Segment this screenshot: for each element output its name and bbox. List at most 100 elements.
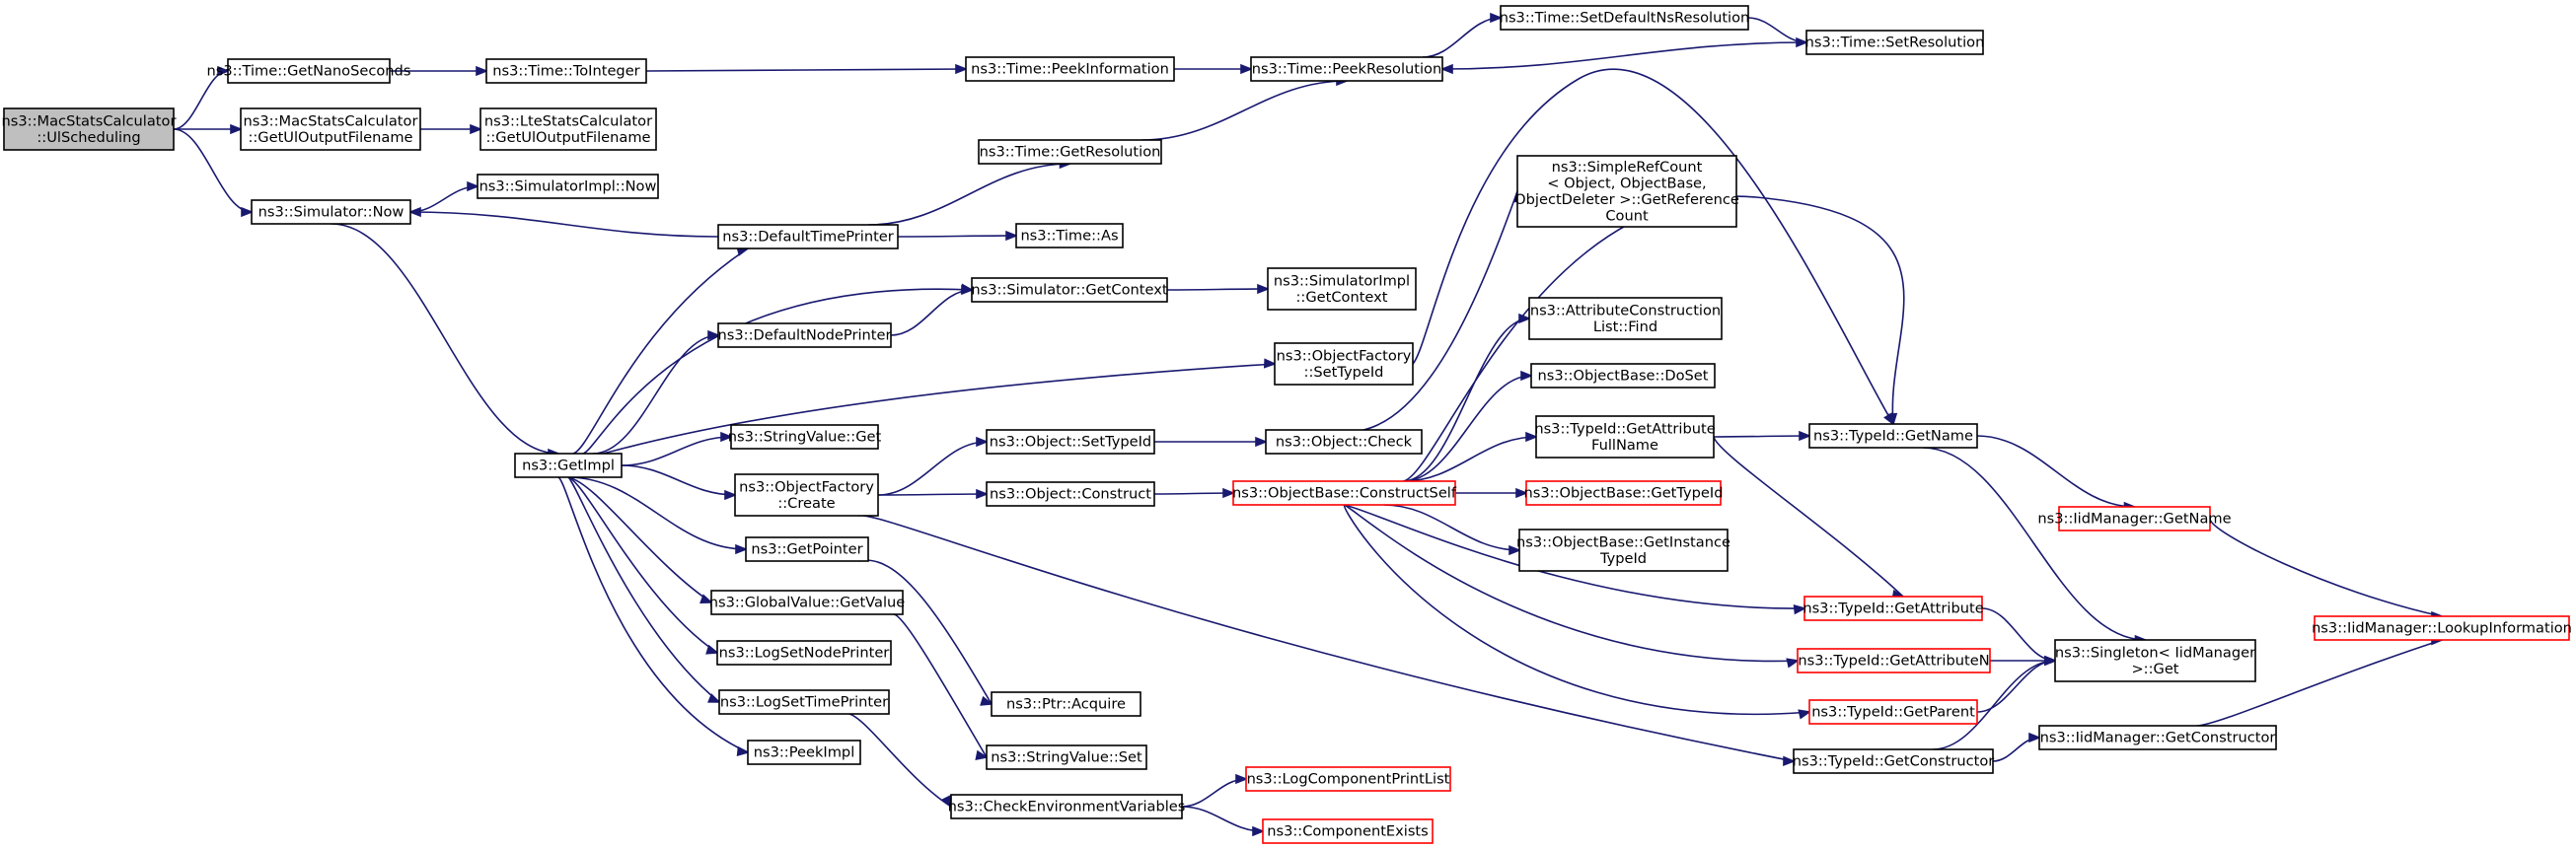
edge-tid_getctor-to-singleton_get (1932, 655, 2058, 750)
node-obj_construct[interactable]: ns3::Object::Construct (986, 481, 1155, 507)
node-getpointer[interactable]: ns3::GetPointer (745, 536, 869, 562)
node-label-line: ::Create (777, 495, 835, 512)
node-mac_getul[interactable]: ns3::MacStatsCalculator::GetUlOutputFile… (240, 107, 421, 151)
node-simplerefcount[interactable]: ns3::SimpleRefCount< Object, ObjectBase,… (1514, 155, 1739, 228)
node-peekimpl[interactable]: ns3::PeekImpl (747, 740, 861, 765)
edge-arrowhead (1793, 603, 1807, 615)
edge-peekinfo-to-peekres (1174, 63, 1254, 75)
node-getres[interactable]: ns3::Time::GetResolution (978, 139, 1162, 165)
node-sim_now[interactable]: ns3::Simulator::Now (251, 199, 411, 225)
node-box (747, 740, 861, 765)
node-label-line: Count (1605, 207, 1649, 224)
node-box (971, 277, 1168, 303)
node-box (717, 224, 899, 249)
node-tid_getctor[interactable]: ns3::TypeId::GetConstructor (1793, 748, 1995, 774)
node-simimpl_now[interactable]: ns3::SimulatorImpl::Now (477, 174, 659, 199)
edge-arrowhead (1439, 63, 1453, 75)
node-gv_getvalue[interactable]: ns3::GlobalValue::GetValue (709, 590, 906, 615)
edge-line (567, 476, 747, 550)
node-label-line: ns3::Object::Construct (990, 486, 1151, 503)
node-obj_check[interactable]: ns3::Object::Check (1265, 429, 1423, 455)
node-compexists[interactable]: ns3::ComponentExists (1262, 818, 1434, 844)
edge-ob_constructself-to-tid_getattrfull (1403, 431, 1539, 482)
node-label-line: ns3::SimpleRefCount (1552, 159, 1703, 176)
edge-line (645, 68, 967, 72)
edge-line (1153, 492, 1234, 495)
node-peekres[interactable]: ns3::Time::PeekResolution (1250, 56, 1443, 82)
node-defnodeprinter[interactable]: ns3::DefaultNodePrinter (717, 322, 892, 348)
edge-arrowhead (705, 644, 720, 655)
node-objfac_create[interactable]: ns3::ObjectFactory::Create (734, 473, 879, 517)
edge-toint-to-peekinfo (645, 63, 969, 75)
node-obj_settid[interactable]: ns3::Object::SetTypeId (986, 429, 1155, 455)
node-strval_get[interactable]: ns3::StringValue::Get (728, 424, 882, 450)
edge-arrowhead (241, 206, 255, 218)
edge-arrowhead (1252, 825, 1266, 837)
node-box (1274, 342, 1414, 386)
node-singleton_get[interactable]: ns3::Singleton< IidManager>::Get (2054, 639, 2256, 682)
node-box (1015, 223, 1124, 248)
node-box (2054, 639, 2256, 682)
node-label-line: ns3::Time::As (1020, 228, 1118, 245)
edge-arrowhead (217, 65, 231, 77)
node-tid_getname[interactable]: ns3::TypeId::GetName (1808, 423, 1978, 449)
edge-gv_getvalue-to-strval_set (892, 613, 990, 760)
node-objfac_settid[interactable]: ns3::ObjectFactory::SetTypeId (1274, 342, 1414, 386)
edge-arrowhead (976, 436, 990, 448)
node-ob_constructself[interactable]: ns3::ObjectBase::ConstructSelf (1232, 480, 1457, 506)
node-sim_getctx[interactable]: ns3::Simulator::GetContext (971, 277, 1168, 303)
node-strval_set[interactable]: ns3::StringValue::Set (986, 744, 1147, 770)
node-toint[interactable]: ns3::Time::ToInteger (485, 58, 647, 84)
edge-deftimeprinter-to-sim_now (407, 206, 719, 238)
edge-line (892, 613, 988, 758)
edge-line (867, 163, 1070, 226)
node-setdefns[interactable]: ns3::Time::SetDefaultNsResolution (1500, 5, 1750, 31)
node-iid_lookup[interactable]: ns3::IidManager::LookupInformation (2312, 615, 2572, 641)
edge-line (582, 288, 973, 455)
node-setres[interactable]: ns3::Time::SetResolution (1805, 30, 1985, 55)
edge-tid_getname-to-iid_getname (1976, 435, 2137, 513)
node-label-line: ::GetUlOutputFilename (485, 129, 650, 146)
edge-line (1976, 435, 2135, 508)
edge-line (173, 70, 229, 130)
node-deftimeprinter[interactable]: ns3::DefaultTimePrinter (717, 224, 899, 249)
node-lte_getul[interactable]: ns3::LteStatsCalculator::GetUlOutputFile… (479, 107, 657, 151)
node-label-line: ns3::TypeId::GetConstructor (1793, 753, 1995, 770)
node-simimpl_getctx[interactable]: ns3::SimulatorImpl::GetContext (1267, 267, 1417, 311)
node-checkenv[interactable]: ns3::CheckEnvironmentVariables (948, 794, 1186, 819)
node-ob_gettid[interactable]: ns3::ObjectBase::GetTypeId (1524, 480, 1724, 506)
node-label-line: ns3::StringValue::Set (991, 749, 1142, 766)
edge-arrowhead (975, 749, 990, 760)
node-iid_getctor[interactable]: ns3::IidManager::GetConstructor (2038, 725, 2277, 750)
edge-arrowhead (1520, 370, 1534, 382)
edge-peekres-to-setdefns (1422, 12, 1504, 58)
node-time_as[interactable]: ns3::Time::As (1015, 223, 1124, 248)
edge-tid_getctor-to-iid_getctor (1992, 732, 2042, 762)
node-peekinfo[interactable]: ns3::Time::PeekInformation (965, 56, 1175, 82)
node-ptr_acquire[interactable]: ns3::Ptr::Acquire (991, 691, 1141, 717)
node-getnano[interactable]: ns3::Time::GetNanoSeconds (207, 58, 411, 84)
node-getimpl[interactable]: ns3::GetImpl (514, 453, 623, 478)
node-tid_getattr[interactable]: ns3::TypeId::GetAttribute (1803, 596, 1984, 621)
edge-line (2196, 639, 2443, 727)
node-label-line: < Object, ObjectBase, (1547, 175, 1706, 191)
node-logsettime[interactable]: ns3::LogSetTimePrinter (718, 689, 890, 715)
node-iid_getname[interactable]: ns3::IidManager::GetName (2037, 506, 2232, 531)
node-root[interactable]: ns3::MacStatsCalculator::UlScheduling (2, 107, 177, 151)
node-box (1516, 155, 1737, 228)
edge-arrowhead (960, 283, 975, 294)
node-tid_getattrn[interactable]: ns3::TypeId::GetAttributeN (1797, 648, 1991, 673)
node-ob_doset[interactable]: ns3::ObjectBase::DoSet (1530, 363, 1716, 389)
node-logsetnode[interactable]: ns3::LogSetNodePrinter (716, 640, 892, 666)
node-tid_getparent[interactable]: ns3::TypeId::GetParent (1808, 699, 1978, 725)
edge-ob_constructself-to-ob_gettid (1454, 487, 1529, 499)
node-label-line: ns3::ComponentExists (1267, 823, 1429, 840)
node-logcomplist[interactable]: ns3::LogComponentPrintList (1245, 766, 1451, 792)
node-label-line: ns3::ObjectBase::ConstructSelf (1232, 485, 1457, 502)
node-label-line: ns3::StringValue::Get (728, 429, 882, 446)
edge-ob_constructself-to-tid_getattr (1344, 504, 1807, 615)
edge-line (1713, 436, 1904, 598)
